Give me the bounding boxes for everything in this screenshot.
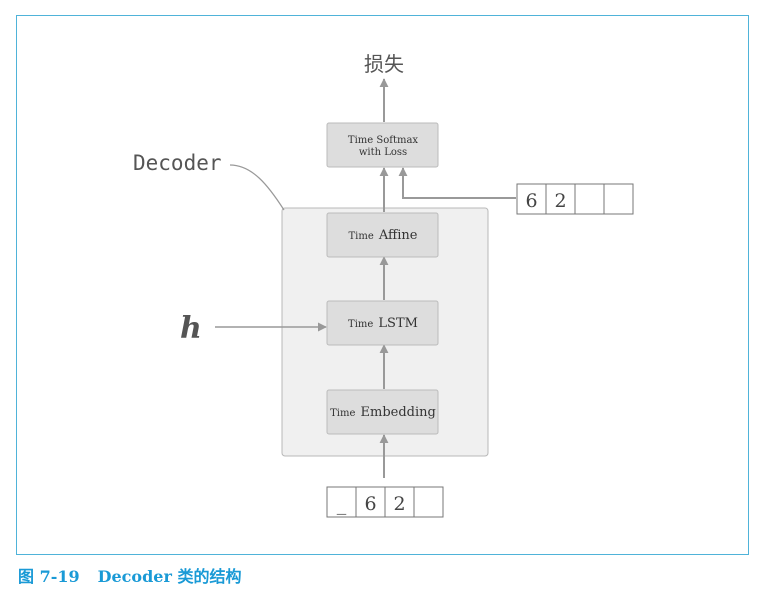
softmax-node-line2: with Loss <box>359 147 407 158</box>
decoder-leader-line <box>229 164 285 211</box>
target-sequence: 6 2 <box>516 183 634 215</box>
target-cell-text: 6 <box>525 190 537 212</box>
softmax-node-line1: Time Softmax <box>348 135 419 146</box>
figure-frame <box>16 15 749 555</box>
softmax-with-loss-node <box>326 122 439 168</box>
figure-caption: 图 7-19 Decoder 类的结构 <box>18 563 241 587</box>
output-loss-label: 损失 <box>364 52 404 76</box>
time-embedding-label: Time Embedding <box>330 401 436 420</box>
input-cell <box>326 486 357 518</box>
input-cell <box>384 486 415 518</box>
decoder-label: Decoder <box>133 151 222 175</box>
time-affine-label: Time Affine <box>349 224 418 243</box>
target-cell <box>545 183 576 215</box>
arrow-target-to-softmax <box>398 167 516 199</box>
target-cell <box>574 183 605 215</box>
figure-title: Decoder 类的结构 <box>97 567 242 586</box>
input-cell-text: _ <box>337 493 347 515</box>
time-lstm-node <box>326 300 439 346</box>
target-cell <box>603 183 634 215</box>
input-cell <box>413 486 444 518</box>
time-affine-node <box>326 212 439 258</box>
hidden-state-label: h <box>180 311 202 346</box>
time-lstm-label: Time LSTM <box>348 312 418 331</box>
target-cell-text: 2 <box>554 190 566 212</box>
figure-number: 图 7-19 <box>18 567 80 586</box>
input-cell-text: 2 <box>393 493 405 515</box>
time-embedding-node <box>326 389 439 435</box>
input-cell-text: 6 <box>364 493 376 515</box>
input-sequence: _ 6 2 <box>326 486 444 518</box>
target-cell <box>516 183 547 215</box>
